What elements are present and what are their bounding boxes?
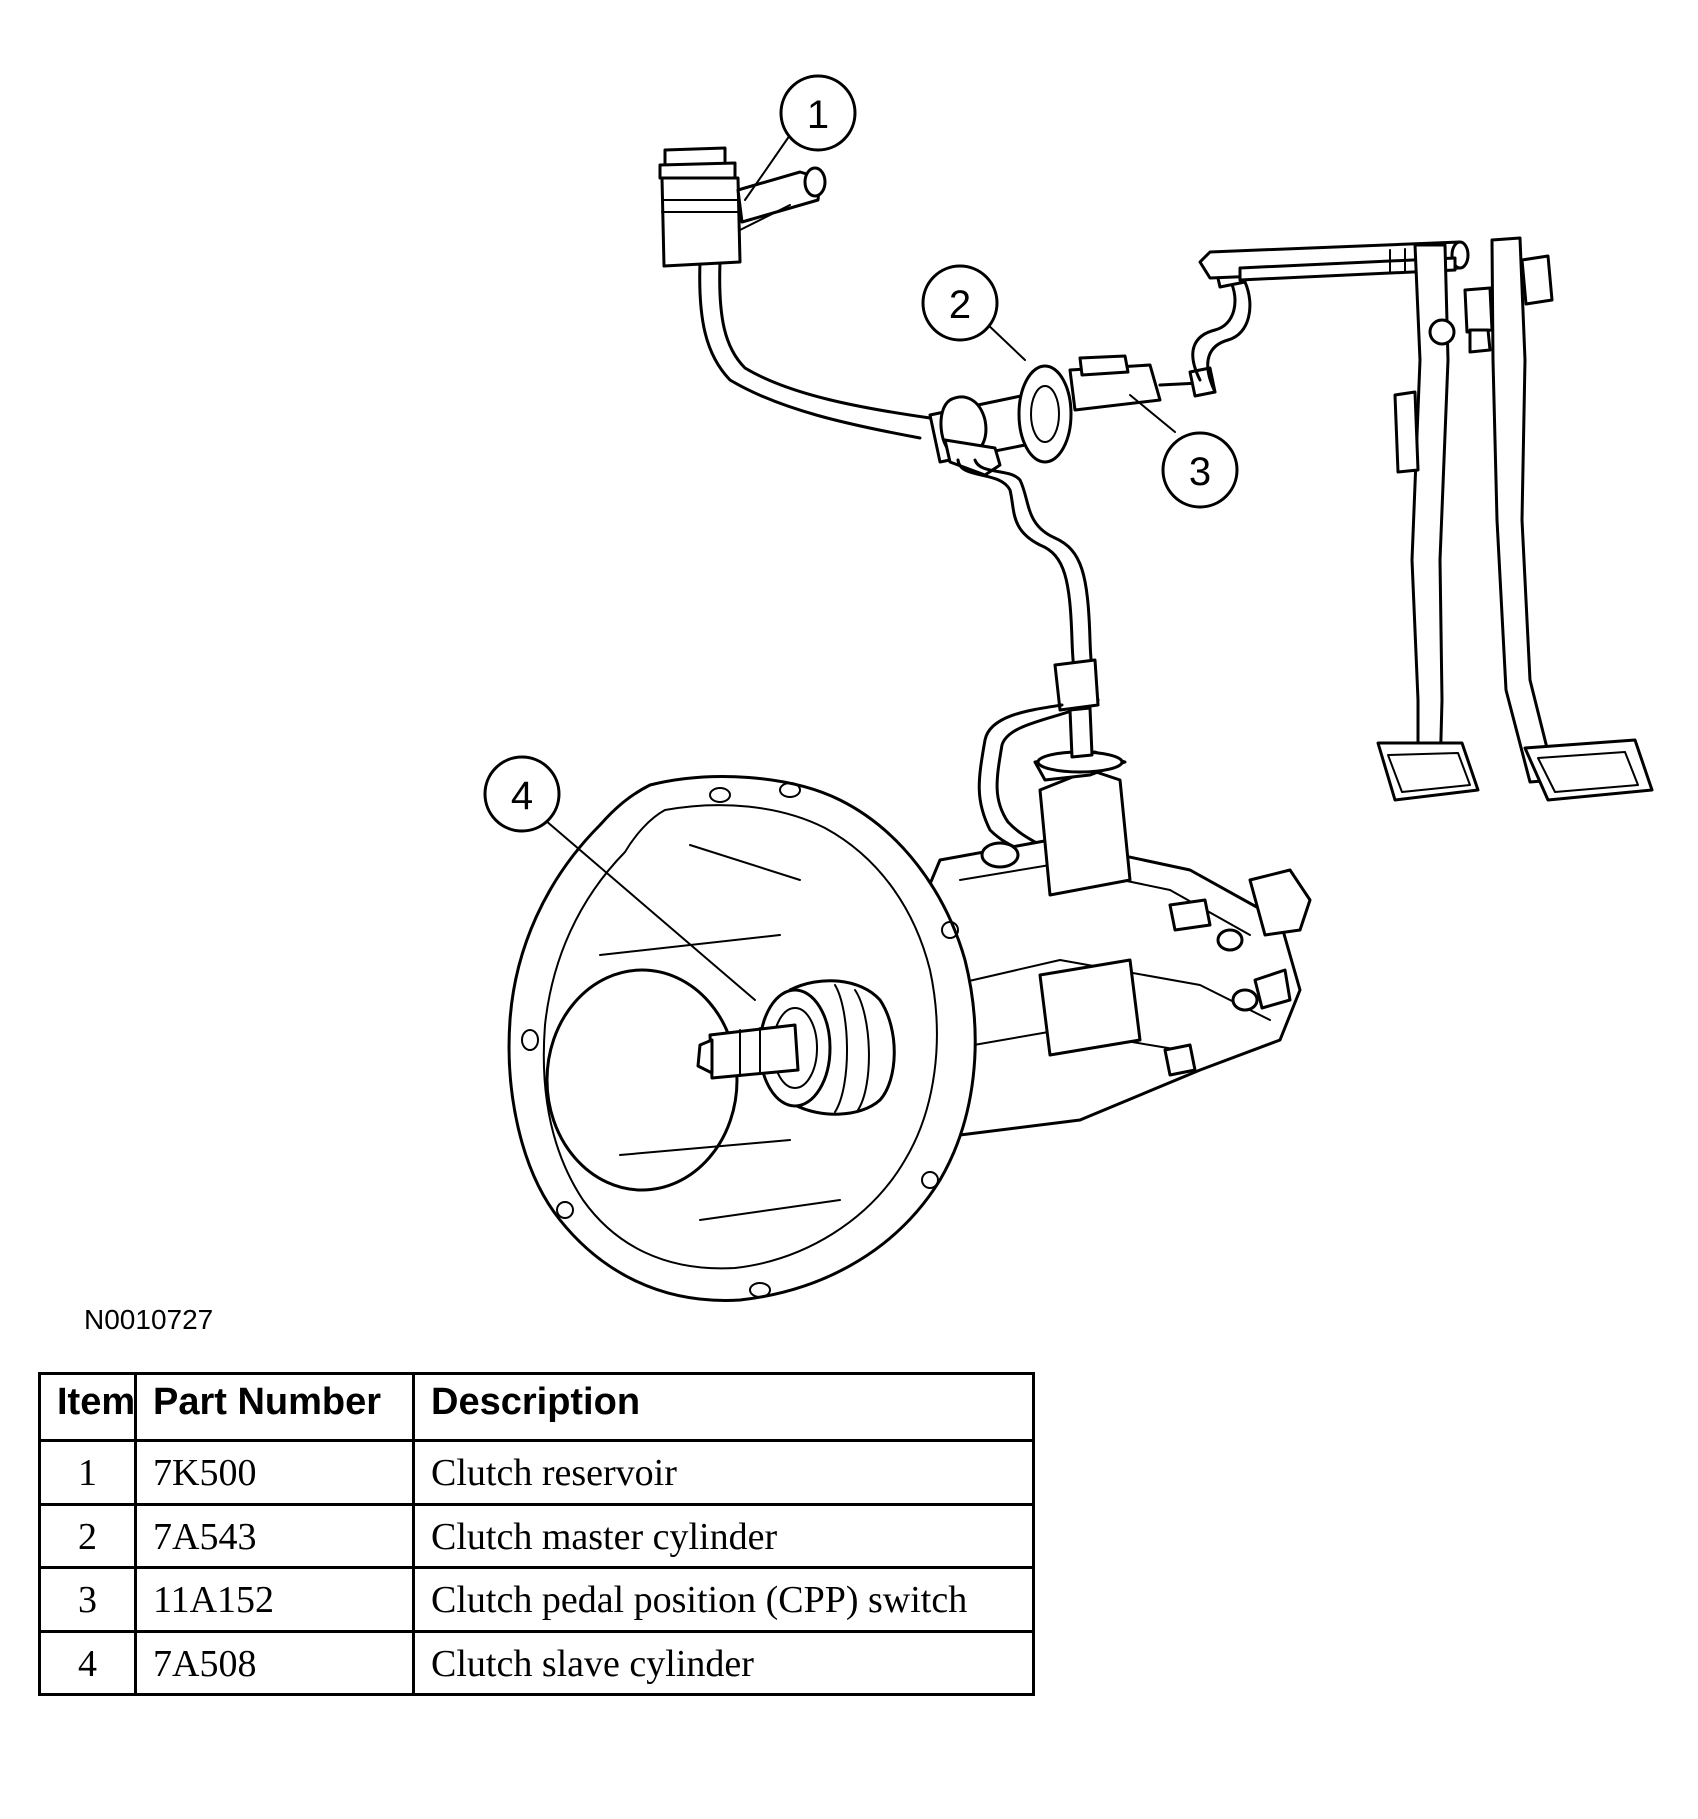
table-row: 3 11A152 Clutch pedal position (CPP) swi… <box>38 1566 1035 1633</box>
callout-3-number: 3 <box>1189 450 1211 494</box>
callout-4-number: 4 <box>511 774 533 818</box>
row-description: Clutch slave cylinder <box>412 1629 1035 1697</box>
clutch-master-cylinder-icon <box>928 363 1202 477</box>
row-item: 1 <box>38 1439 137 1506</box>
row-part-number: 7K500 <box>134 1439 415 1506</box>
reservoir-hose <box>698 260 932 440</box>
table-row: 1 7K500 Clutch reservoir <box>38 1439 1035 1506</box>
clutch-hydraulic-line <box>956 458 1100 862</box>
header-part-number: Part Number <box>134 1372 415 1442</box>
clutch-reservoir-icon <box>658 146 827 268</box>
row-item: 3 <box>38 1566 137 1633</box>
header-description: Description <box>412 1372 1035 1442</box>
callout-2-number: 2 <box>949 283 971 327</box>
row-description: Clutch reservoir <box>412 1439 1035 1506</box>
figure-id: N0010727 <box>84 1304 214 1335</box>
pedal-shaft <box>1198 240 1470 282</box>
header-item: Item <box>38 1372 137 1442</box>
row-part-number: 7A543 <box>134 1502 415 1570</box>
table-header-row: Item Part Number Description <box>38 1372 1035 1442</box>
row-item: 4 <box>38 1629 137 1697</box>
table-row: 2 7A543 Clutch master cylinder <box>38 1502 1035 1570</box>
row-item: 2 <box>38 1502 137 1570</box>
row-description: Clutch pedal position (CPP) switch <box>412 1566 1035 1633</box>
callout-4: 4 <box>483 755 561 833</box>
transmission-case <box>888 706 1312 1137</box>
row-description: Clutch master cylinder <box>412 1502 1035 1570</box>
row-part-number: 11A152 <box>134 1566 415 1633</box>
callout-leaders <box>544 134 1176 1001</box>
table-row: 4 7A508 Clutch slave cylinder <box>38 1629 1035 1697</box>
row-part-number: 7A508 <box>134 1629 415 1697</box>
callout-1: 1 <box>779 74 857 152</box>
callout-1-number: 1 <box>807 93 829 137</box>
callout-2: 2 <box>921 264 999 342</box>
parts-table: Item Part Number Description 1 7K500 Clu… <box>38 1372 1035 1697</box>
brake-pedal-icon <box>1463 236 1654 802</box>
clutch-slave-cylinder-icon <box>696 979 896 1116</box>
clutch-pedal-icon <box>1376 243 1480 802</box>
callout-3: 3 <box>1161 431 1239 509</box>
clutch-system-diagram: 1 2 3 4 <box>483 74 1654 1302</box>
